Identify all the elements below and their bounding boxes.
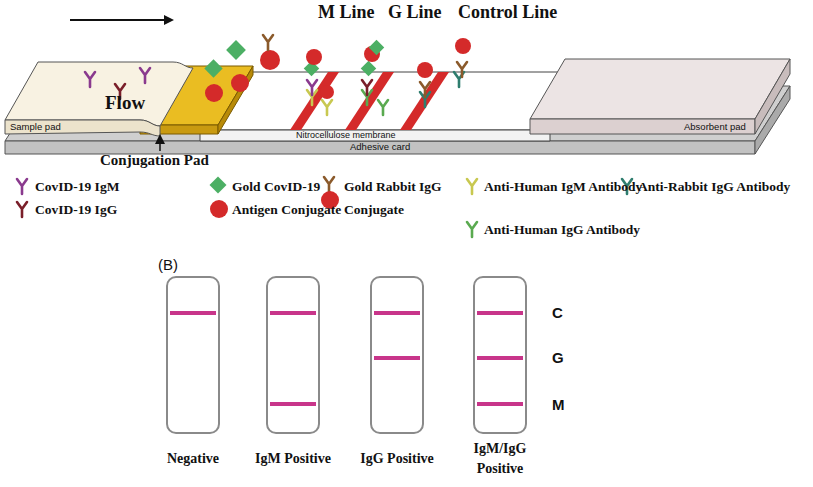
rabbit-igg <box>263 35 273 50</box>
conjugation-pad-side <box>218 66 253 134</box>
sample-pad-front <box>5 120 160 136</box>
line-label: Control Line <box>458 2 557 23</box>
pad-label: Absorbent pad <box>684 121 746 132</box>
strip-outline <box>370 276 424 434</box>
line-label: G Line <box>388 2 442 23</box>
flow-arrow <box>70 19 172 21</box>
absorbent-pad-front <box>530 119 755 134</box>
test-strip: IgM/IgG Positive <box>452 276 548 480</box>
result-line <box>374 356 420 360</box>
captured-complexes <box>304 38 471 115</box>
g-line <box>345 72 394 130</box>
strip-caption: Negative <box>145 438 241 480</box>
absorbent-pad: Absorbent pad <box>684 121 746 132</box>
flow-label: Flow <box>105 92 145 114</box>
result-line <box>270 402 316 406</box>
sample-pad-top <box>5 62 193 126</box>
strip-caption: IgG Positive <box>349 438 445 480</box>
line-letter: M <box>552 396 565 413</box>
legend-text: CovID-19 IgM <box>35 175 119 198</box>
line-letter: G <box>552 349 564 366</box>
legend-icon <box>17 202 27 217</box>
line-label: M Line <box>318 2 375 23</box>
caption-text: Negative <box>153 449 233 469</box>
caption-text: IgM/IgG Positive <box>460 439 540 479</box>
legend-icon <box>467 179 477 194</box>
result-line <box>477 356 523 360</box>
strip-outline <box>166 276 220 434</box>
panel-label: (B) <box>158 256 178 273</box>
pad-label: Adhesive card <box>350 141 410 152</box>
result-line <box>170 311 216 315</box>
absorbent-pad-side <box>755 59 790 134</box>
pad-label: Nitrocellulose membrane <box>296 130 396 141</box>
caption-text: IgG Positive <box>357 449 437 469</box>
legend-icon <box>324 177 334 192</box>
control-line <box>400 72 449 130</box>
callout-arrow <box>159 136 161 151</box>
line-letter: C <box>552 304 563 321</box>
strip-caption: IgM Positive <box>245 438 341 480</box>
strip-caption: IgM/IgG Positive <box>452 438 548 480</box>
result-line <box>477 311 523 315</box>
result-line <box>477 402 523 406</box>
strip-outline <box>473 276 527 434</box>
caption-text: IgM Positive <box>253 449 333 469</box>
result-line <box>374 311 420 315</box>
legend-text: CovID-19 IgG <box>35 198 117 221</box>
m-line <box>290 72 339 130</box>
pad-label: Sample pad <box>10 121 61 132</box>
legend-text: Gold Rabbit IgG Conjugate <box>344 175 462 221</box>
legend-text: Anti-Human IgM Antibody <box>484 175 642 198</box>
test-strip: IgG Positive <box>349 276 445 480</box>
legend-icon <box>210 200 228 218</box>
adhesive-card: Adhesive card <box>350 141 410 152</box>
legend-text: Anti-Rabbit IgG Antibody <box>638 175 790 198</box>
result-line <box>270 311 316 315</box>
legend-icon <box>467 222 477 237</box>
test-strip: Negative <box>145 276 241 480</box>
strip-outline <box>266 276 320 434</box>
igm-antibody <box>140 68 150 83</box>
igm-antibody <box>85 72 95 87</box>
absorbent-pad-top <box>530 59 790 119</box>
membrane-front <box>200 130 550 141</box>
legend-icon <box>17 179 27 194</box>
callout-label: Conjugation Pad <box>100 152 209 169</box>
test-strip: IgM Positive <box>245 276 341 480</box>
legend-text: Anti-Human IgG Antibody <box>484 218 640 241</box>
legend-icon <box>210 177 227 194</box>
membrane: Nitrocellulose membrane <box>296 130 396 141</box>
sample-pad: Sample pad <box>10 121 61 132</box>
